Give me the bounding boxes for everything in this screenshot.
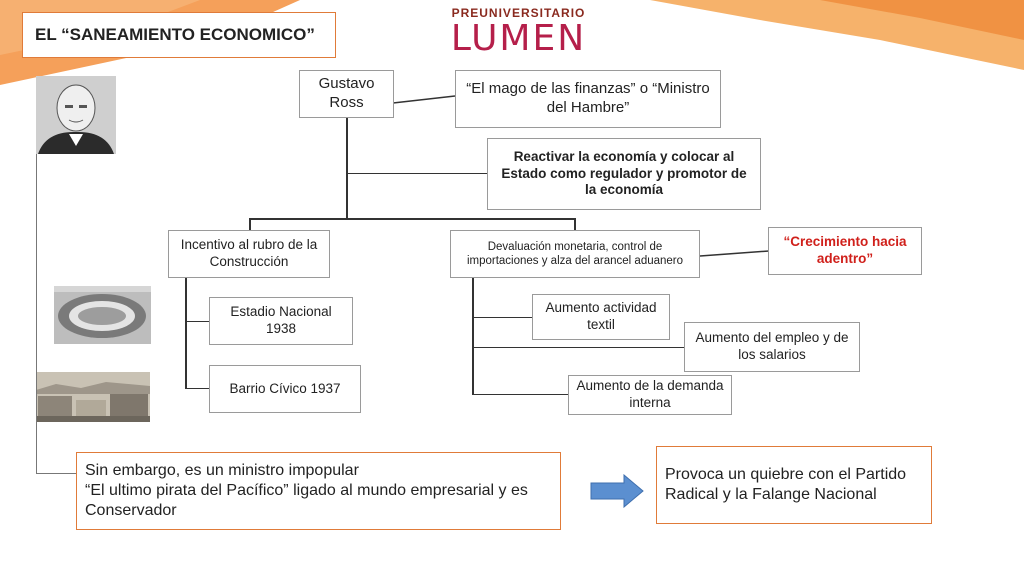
right-arrow-icon <box>590 474 644 508</box>
unpopular-minister-box: Sin embargo, es un ministro impopular “E… <box>76 452 561 530</box>
node-employment: Aumento del empleo y de los salarios <box>684 322 860 372</box>
to-employment-connector <box>472 347 684 348</box>
unpopular-line-1: Sin embargo, es un ministro impopular <box>85 462 359 479</box>
ross-to-goal-connector <box>346 173 487 174</box>
node-textile: Aumento actividad textil <box>532 294 670 340</box>
ross-vertical-connector <box>346 117 348 219</box>
node-stadium: Estadio Nacional 1938 <box>209 297 353 345</box>
to-textile-connector <box>472 317 532 318</box>
branch-horizontal-connector <box>249 218 576 220</box>
to-civic-connector <box>185 388 209 389</box>
logo: PREUNIVERSITARIO LUMEN <box>446 6 591 64</box>
to-stadium-connector <box>185 321 209 322</box>
node-economic-goal: Reactivar la economía y colocar al Estad… <box>487 138 761 210</box>
logo-main-text: LUMEN <box>450 18 587 59</box>
logo-top-text: PREUNIVERSITARIO <box>451 6 586 20</box>
construction-vertical-connector <box>185 277 187 389</box>
node-construction: Incentivo al rubro de la Construcción <box>168 230 330 278</box>
node-devaluation: Devaluación monetaria, control de import… <box>450 230 700 278</box>
left-bottom-connector <box>36 473 76 474</box>
node-gustavo-ross: Gustavo Ross <box>299 70 394 118</box>
left-vertical-connector <box>36 154 37 474</box>
node-nickname: “El mago de las finanzas” o “Ministro de… <box>455 70 721 128</box>
portrait-photo <box>36 76 116 154</box>
page-title: EL “SANEAMIENTO ECONOMICO” <box>22 12 336 58</box>
node-inward-growth: “Crecimiento hacia adentro” <box>768 227 922 275</box>
civic-district-photo <box>36 372 150 422</box>
branch-right-drop <box>574 218 576 230</box>
node-domestic-demand: Aumento de la demanda interna <box>568 375 732 415</box>
consequence-box: Provoca un quiebre con el Partido Radica… <box>656 446 932 524</box>
node-civic-district: Barrio Cívico 1937 <box>209 365 361 413</box>
stadium-photo <box>54 286 151 344</box>
branch-left-drop <box>249 218 251 232</box>
unpopular-line-2: “El ultimo pirata del Pacífico” ligado a… <box>85 482 528 519</box>
to-demand-connector <box>472 394 568 395</box>
devaluation-vertical-connector <box>472 277 474 395</box>
